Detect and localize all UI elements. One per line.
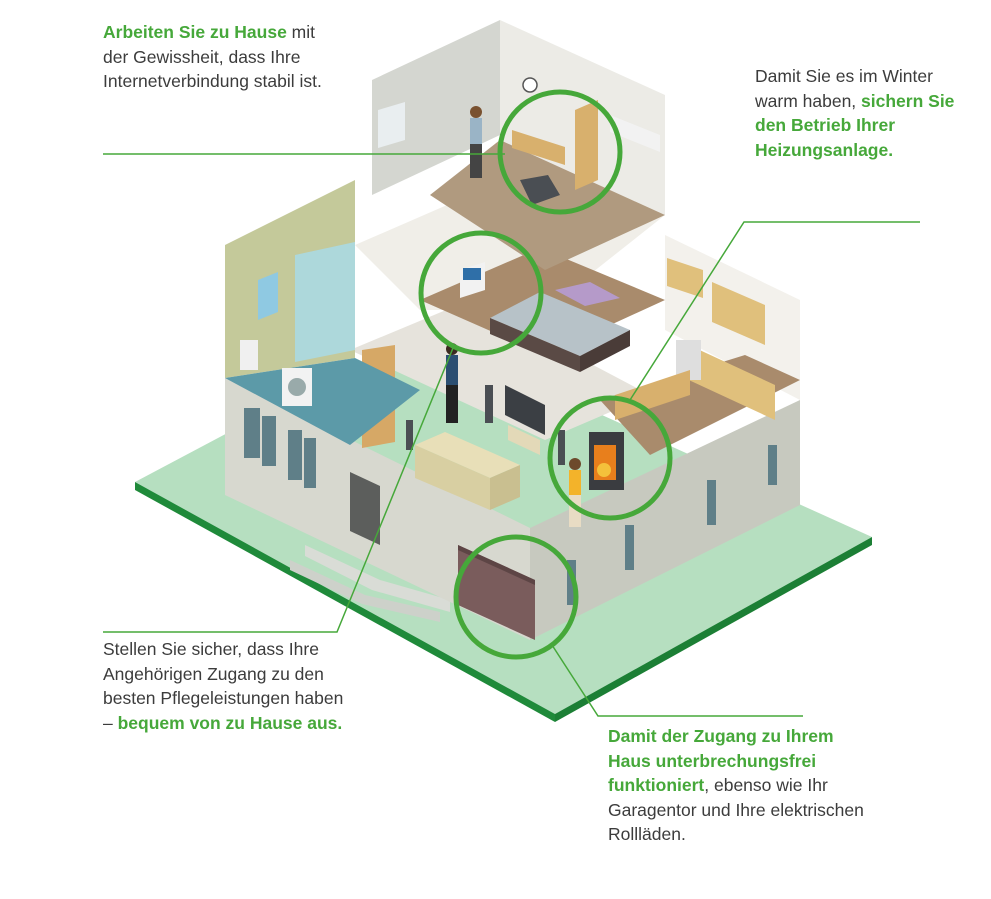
garage-door: [458, 545, 535, 640]
callout-access-text: , ebenso wie Ihr Garagentor und Ihre ele…: [608, 775, 864, 844]
office: [372, 20, 665, 270]
callout-home-office-highlight: Arbeiten Sie zu Hause: [103, 22, 287, 42]
callout-heating: Damit Sie es im Winter warm haben, siche…: [755, 64, 975, 162]
callout-care-highlight: bequem von zu Hause aus.: [117, 712, 343, 733]
bathroom: [225, 180, 420, 445]
callout-home-office-text: mit der Gewissheit, dass Ihre Internetve…: [103, 22, 322, 91]
circle-office: [497, 89, 623, 215]
callout-heating-highlight: sichern Sie den Betrieb Ihrer Heizungsan…: [755, 90, 955, 160]
highlight-circles: [418, 89, 673, 660]
callout-heating-text: Damit Sie es im Winter warm haben,: [755, 66, 933, 111]
callout-access: Damit der Zugang zu Ihrem Haus unterbrec…: [608, 724, 868, 847]
circle-care-station: [418, 230, 544, 356]
kitchen: [600, 235, 800, 455]
circle-heating: [547, 395, 673, 521]
circle-garage: [453, 534, 579, 660]
leader-lines: [103, 153, 920, 717]
ground-floor-facade: [225, 378, 800, 640]
entrance-stairs: [290, 545, 450, 622]
callout-care-text: Stellen Sie sicher, dass Ihre Angehörige…: [103, 639, 344, 733]
callout-home-office: Arbeiten Sie zu Hause mit der Gewissheit…: [103, 20, 323, 94]
callout-care: Stellen Sie sicher, dass Ihre Angehörige…: [103, 637, 353, 735]
callout-access-highlight: Damit der Zugang zu Ihrem Haus unterbrec…: [608, 726, 834, 795]
